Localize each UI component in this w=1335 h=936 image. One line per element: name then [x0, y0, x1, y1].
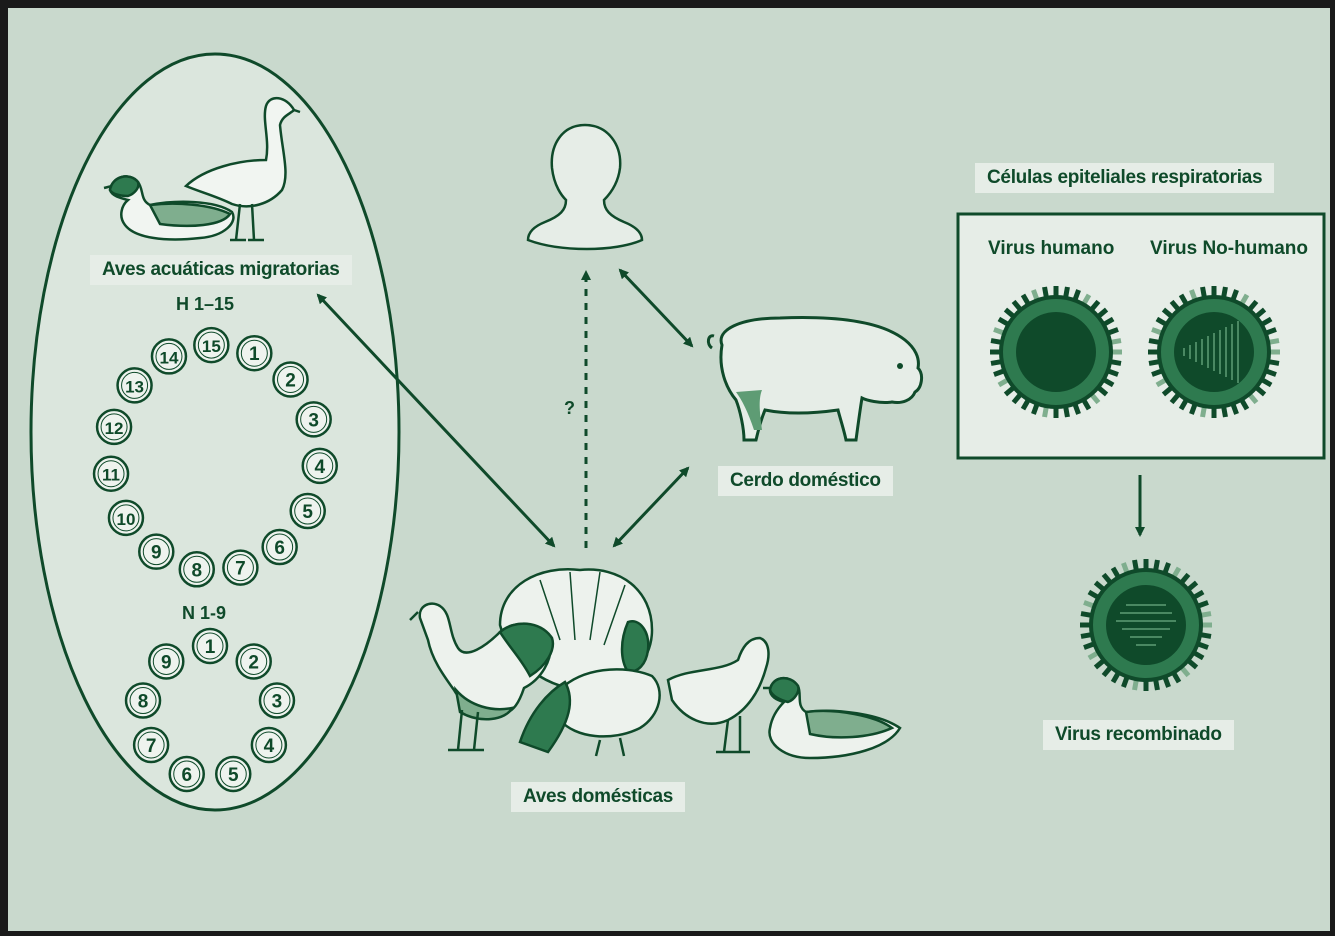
h-subtype-number: 10 [116, 510, 135, 529]
h-subtype-12: 12 [97, 410, 131, 444]
unknown-transmission-label: ? [564, 398, 575, 419]
h-range-label: H 1–15 [176, 294, 234, 315]
h-subtype-number: 7 [235, 559, 246, 580]
h-subtype-15: 15 [194, 328, 228, 362]
h-subtype-number: 8 [191, 560, 202, 581]
h-subtype-3: 3 [297, 402, 331, 436]
h-subtype-9: 9 [139, 535, 173, 569]
h-subtype-14: 14 [152, 339, 186, 373]
h-subtype-number: 11 [102, 466, 120, 485]
h-subtype-11: 11 [94, 457, 128, 491]
h-subtype-number: 12 [105, 419, 124, 438]
n-subtype-number: 5 [228, 765, 239, 786]
h-subtype-8: 8 [180, 552, 214, 586]
reservoir-ellipse [31, 54, 399, 810]
n-subtype-number: 6 [181, 765, 192, 786]
h-subtype-1: 1 [237, 336, 271, 370]
poultry-label: Aves domésticas [511, 782, 685, 812]
h-subtype-number: 6 [274, 538, 285, 559]
n-subtype-number: 9 [161, 652, 172, 673]
h-subtype-number: 14 [160, 348, 179, 367]
h-subtype-number: 13 [125, 377, 144, 396]
n-subtype-3: 3 [260, 684, 294, 718]
n-subtype-number: 1 [205, 637, 216, 658]
migratory-birds-label: Aves acuáticas migratorias [90, 255, 352, 285]
h-subtype-2: 2 [274, 363, 308, 397]
n-range-label: N 1-9 [182, 603, 226, 624]
recombined-virus-label: Virus recombinado [1043, 720, 1234, 750]
n-subtype-6: 6 [170, 757, 204, 791]
pig-label: Cerdo doméstico [718, 466, 893, 496]
h-subtype-number: 2 [285, 371, 296, 392]
n-subtype-2: 2 [237, 644, 271, 678]
h-subtype-number: 1 [249, 344, 260, 365]
n-subtype-8: 8 [126, 684, 160, 718]
h-subtype-number: 4 [314, 457, 325, 478]
nonhuman-virus-label: Virus No-humano [1150, 238, 1308, 260]
h-subtype-5: 5 [291, 494, 325, 528]
h-subtype-number: 15 [202, 337, 221, 356]
h-subtype-7: 7 [223, 551, 257, 585]
n-subtype-1: 1 [193, 629, 227, 663]
n-subtype-4: 4 [252, 728, 286, 762]
n-subtype-number: 2 [248, 652, 259, 673]
n-subtype-number: 8 [138, 692, 149, 713]
n-subtype-5: 5 [216, 757, 250, 791]
n-subtype-number: 3 [272, 692, 283, 713]
h-subtype-4: 4 [303, 449, 337, 483]
n-subtype-number: 4 [264, 736, 275, 757]
n-subtype-number: 7 [146, 736, 157, 757]
h-subtype-number: 9 [151, 543, 162, 564]
h-subtype-number: 3 [308, 410, 319, 431]
n-subtype-9: 9 [149, 644, 183, 678]
human-virus-label: Virus humano [988, 238, 1114, 260]
n-subtype-7: 7 [134, 728, 168, 762]
h-subtype-number: 5 [302, 502, 313, 523]
h-subtype-6: 6 [263, 530, 297, 564]
h-subtype-13: 13 [118, 368, 152, 402]
cells-title-label: Células epiteliales respiratorias [975, 163, 1274, 193]
h-subtype-10: 10 [109, 501, 143, 535]
